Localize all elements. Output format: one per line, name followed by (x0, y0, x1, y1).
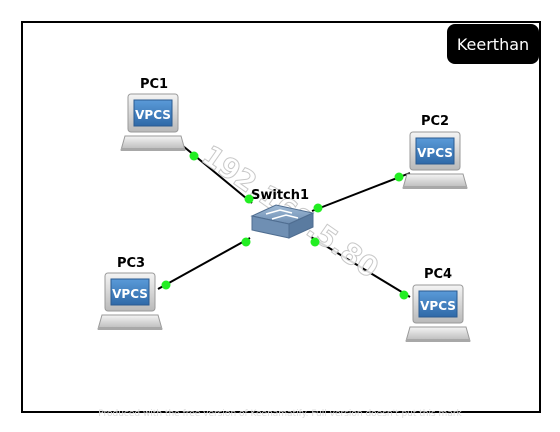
switch1-label: Switch1 (251, 188, 309, 203)
port-status-dot (161, 280, 171, 290)
pc4-label: PC4 (424, 267, 452, 282)
port-status-dot (189, 151, 199, 161)
footer-note: Produced with the free version of Keenam… (98, 409, 462, 419)
port-status-dot (244, 194, 254, 204)
computer-icon (405, 284, 471, 343)
port-status-dot (241, 237, 251, 247)
port-status-dot (313, 203, 323, 213)
user-badge: Keerthan (447, 24, 539, 64)
link-pc4-switch1[interactable] (310, 236, 411, 298)
pc3-label: PC3 (117, 256, 145, 271)
pc1-node[interactable]: VPCS (120, 93, 186, 152)
link-pc2-switch1[interactable] (311, 172, 411, 212)
pc2-node[interactable]: VPCS (402, 131, 468, 190)
computer-icon (402, 131, 468, 190)
pc4-node[interactable]: VPCS (405, 284, 471, 343)
port-status-dot (310, 237, 320, 247)
link-pc3-switch1[interactable] (157, 237, 251, 290)
pc1-label: PC1 (140, 77, 168, 92)
switch1-node[interactable] (250, 204, 315, 239)
port-status-indicators (161, 151, 409, 300)
pc2-label: PC2 (421, 114, 449, 129)
pc3-icon-text: VPCS (112, 287, 148, 301)
pc4-icon-text: VPCS (420, 299, 456, 313)
pc1-icon-text: VPCS (135, 108, 171, 122)
port-status-dot (399, 290, 409, 300)
pc2-icon-text: VPCS (417, 146, 453, 160)
port-status-dot (394, 172, 404, 182)
computer-icon (97, 272, 163, 331)
pc3-node[interactable]: VPCS (97, 272, 163, 331)
computer-icon (120, 93, 186, 152)
